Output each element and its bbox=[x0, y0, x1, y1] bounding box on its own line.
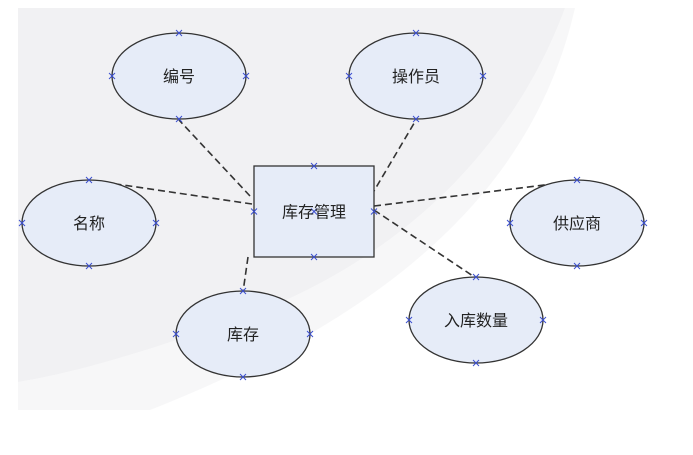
attribute-node-stock[interactable]: 库存 bbox=[172, 287, 314, 381]
connection-points bbox=[345, 29, 487, 123]
connection-point bbox=[370, 208, 378, 215]
connection-point bbox=[310, 208, 318, 215]
edge-attr-operator bbox=[370, 119, 417, 197]
node-label: 库存管理 bbox=[282, 203, 346, 222]
connection-point bbox=[310, 253, 318, 261]
connection-point bbox=[108, 72, 116, 80]
connection-points bbox=[108, 29, 250, 123]
attribute-node-inbound-qty[interactable]: 入库数量 bbox=[405, 273, 547, 367]
connection-points bbox=[405, 273, 547, 367]
connection-point bbox=[175, 29, 183, 37]
edge-attr-inbound-qty bbox=[373, 209, 477, 279]
connection-point bbox=[345, 72, 353, 80]
node-label: 库存 bbox=[227, 325, 259, 344]
attribute-node-operator[interactable]: 操作员 bbox=[345, 29, 487, 123]
connection-point bbox=[405, 316, 413, 324]
node-label: 名称 bbox=[73, 214, 105, 233]
node-label: 操作员 bbox=[392, 67, 440, 86]
connection-point bbox=[18, 219, 26, 227]
connection-point bbox=[573, 262, 581, 270]
connection-point bbox=[239, 287, 247, 295]
edge-layer bbox=[88, 119, 578, 293]
node-label: 编号 bbox=[163, 67, 195, 86]
edge-attr-stock bbox=[242, 256, 249, 293]
attribute-node-id[interactable]: 编号 bbox=[108, 29, 250, 123]
connection-point bbox=[412, 29, 420, 37]
connection-point bbox=[250, 208, 258, 215]
connection-point bbox=[172, 330, 180, 338]
attribute-node-name[interactable]: 名称 bbox=[18, 176, 160, 270]
connection-points bbox=[506, 176, 648, 270]
node-label: 入库数量 bbox=[444, 311, 508, 330]
connection-point bbox=[412, 115, 420, 123]
connection-point bbox=[242, 72, 250, 80]
connection-point bbox=[640, 219, 648, 227]
connection-point bbox=[310, 162, 318, 170]
connection-point bbox=[239, 373, 247, 381]
connection-point bbox=[573, 176, 581, 184]
connection-points bbox=[172, 287, 314, 381]
connection-point bbox=[479, 72, 487, 80]
connection-point bbox=[506, 219, 514, 227]
connection-point bbox=[152, 219, 160, 227]
connection-point bbox=[472, 359, 480, 367]
connection-point bbox=[306, 330, 314, 338]
connection-point bbox=[85, 262, 93, 270]
edge-attr-id bbox=[178, 119, 251, 197]
entity-node[interactable]: 库存管理 bbox=[250, 162, 378, 261]
connection-point bbox=[85, 176, 93, 184]
connection-point bbox=[472, 273, 480, 281]
node-label: 供应商 bbox=[553, 214, 601, 233]
attribute-node-supplier[interactable]: 供应商 bbox=[506, 176, 648, 270]
connection-points bbox=[250, 162, 378, 261]
connection-points bbox=[18, 176, 160, 270]
connection-point bbox=[175, 115, 183, 123]
connection-point bbox=[539, 316, 547, 324]
